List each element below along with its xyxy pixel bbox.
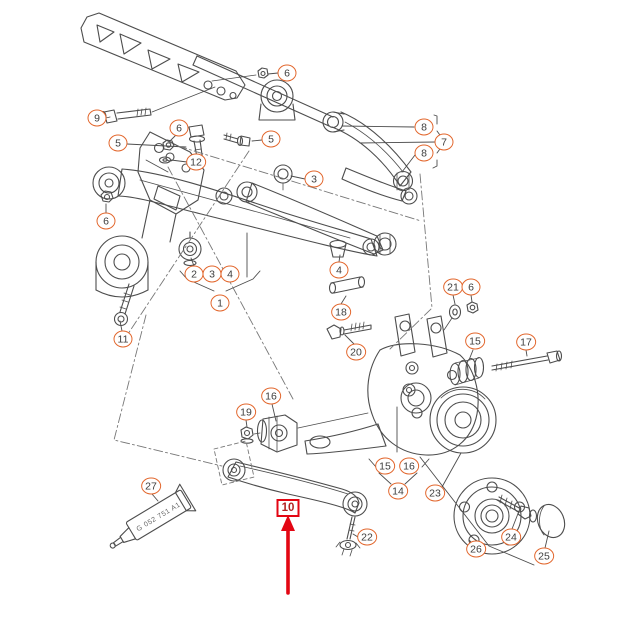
callout-11[interactable]: 11: [113, 330, 133, 348]
callout-14[interactable]: 14: [388, 482, 408, 500]
callout-18[interactable]: 18: [331, 303, 351, 321]
callout-16[interactable]: 16: [261, 387, 281, 405]
callout-9[interactable]: 9: [87, 109, 107, 127]
bolt-9: [99, 86, 216, 124]
subframe-brace: [80, 12, 246, 101]
sealant-tube-27: G 052 751 A1: [109, 483, 197, 549]
cone-4: [329, 239, 347, 258]
callout-6[interactable]: 6: [169, 119, 189, 137]
callout-20[interactable]: 20: [346, 343, 366, 361]
bolt-17: [491, 350, 563, 372]
bolt-22: [335, 516, 361, 557]
callout-3[interactable]: 3: [202, 265, 222, 283]
reference-lines: [113, 145, 433, 486]
callout-22[interactable]: 22: [357, 528, 377, 546]
mid-link-arm: [236, 164, 397, 256]
callout-1[interactable]: 1: [210, 294, 230, 312]
washer-12: [158, 156, 172, 164]
spacer-18: [328, 276, 366, 294]
callout-26[interactable]: 26: [466, 540, 486, 558]
lower-control-arm: [92, 166, 380, 257]
nut-6-right: [466, 301, 479, 314]
track-rod-10: [222, 458, 368, 517]
bolt-20: [326, 321, 372, 340]
callout-24[interactable]: 24: [501, 528, 521, 546]
mount-bushing: [95, 235, 149, 298]
nut-6-top: [211, 67, 269, 82]
callout-6[interactable]: 6: [277, 64, 297, 82]
callout-15[interactable]: 15: [375, 457, 395, 475]
mount-console: [137, 131, 205, 243]
bearing-plate-23: [429, 386, 497, 454]
callout-5[interactable]: 5: [108, 134, 128, 152]
callout-6[interactable]: 6: [96, 212, 116, 230]
highlighted-callout-10[interactable]: 10: [276, 499, 300, 517]
callout-6[interactable]: 6: [461, 278, 481, 296]
subframe-bushing: [258, 79, 296, 121]
bolt-5-right: [223, 132, 251, 147]
subframe-rail: [192, 55, 334, 127]
callout-15[interactable]: 15: [465, 332, 485, 350]
washer-21: [448, 304, 462, 320]
callout-5[interactable]: 5: [261, 130, 281, 148]
callout-2[interactable]: 2: [184, 265, 204, 283]
callout-12[interactable]: 12: [186, 153, 206, 171]
upper-control-arm: [322, 111, 418, 205]
callout-4[interactable]: 4: [329, 261, 349, 279]
callout-21[interactable]: 21: [443, 278, 463, 296]
callout-8[interactable]: 8: [414, 118, 434, 136]
callout-3[interactable]: 3: [304, 170, 324, 188]
bushing-2: [178, 231, 202, 267]
callout-8[interactable]: 8: [414, 144, 434, 162]
callout-23[interactable]: 23: [425, 484, 445, 502]
cap-25: [536, 503, 566, 539]
callout-7[interactable]: 7: [434, 133, 454, 151]
bushing-16: [256, 412, 369, 453]
callout-16[interactable]: 16: [399, 457, 419, 475]
nut-19: [240, 426, 261, 444]
callout-17[interactable]: 17: [516, 333, 536, 351]
callout-27[interactable]: 27: [141, 477, 161, 495]
callout-25[interactable]: 25: [534, 547, 554, 565]
bushing-15: [446, 356, 485, 386]
callout-4[interactable]: 4: [220, 265, 240, 283]
wheel-carrier: [304, 313, 479, 456]
callout-19[interactable]: 19: [236, 403, 256, 421]
bolt-11: [113, 283, 135, 327]
highlight-arrow-icon: [281, 515, 295, 595]
